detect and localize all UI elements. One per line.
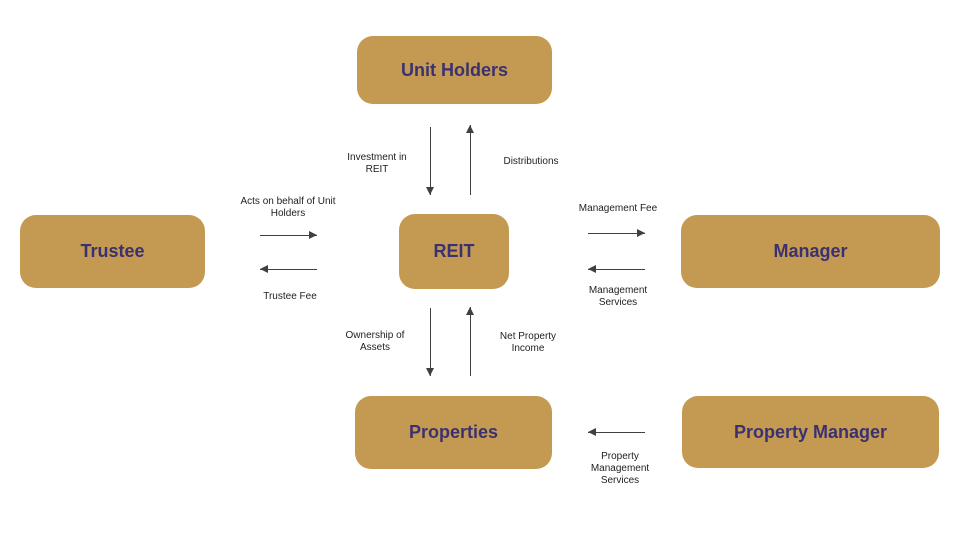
arrow-line bbox=[430, 308, 431, 376]
arrow-line bbox=[470, 307, 471, 376]
arrow-management-services bbox=[588, 265, 645, 274]
node-unit-holders: Unit Holders bbox=[357, 36, 552, 104]
arrow-line bbox=[260, 235, 317, 236]
arrow-acts-on-behalf bbox=[260, 231, 317, 240]
arrow-line bbox=[588, 269, 645, 270]
arrow-line bbox=[588, 432, 645, 433]
edge-label-trustee-fee: Trustee Fee bbox=[263, 291, 317, 302]
arrow-property-management-services bbox=[588, 428, 645, 437]
arrow-line bbox=[470, 125, 471, 195]
edge-label-ownership-of-assets: Ownership of Assets bbox=[345, 330, 405, 353]
arrow-net-property-income bbox=[466, 307, 475, 376]
arrow-line bbox=[260, 269, 317, 270]
arrow-trustee-fee bbox=[260, 265, 317, 274]
edge-label-management-fee: Management Fee bbox=[578, 203, 658, 214]
arrow-line bbox=[588, 233, 645, 234]
arrow-management-fee bbox=[588, 229, 645, 238]
node-properties: Properties bbox=[355, 396, 552, 469]
arrow-distributions bbox=[466, 125, 475, 195]
node-property-manager: Property Manager bbox=[682, 396, 939, 468]
node-trustee: Trustee bbox=[20, 215, 205, 288]
edge-label-net-property-income: Net Property Income bbox=[499, 331, 557, 354]
node-manager: Manager bbox=[681, 215, 940, 288]
edge-label-management-services: Management Services bbox=[588, 285, 648, 308]
arrow-ownership-of-assets bbox=[426, 308, 435, 376]
edge-label-distributions: Distributions bbox=[503, 156, 559, 167]
edge-label-property-management-services: Property Management Services bbox=[590, 451, 650, 486]
node-reit: REIT bbox=[399, 214, 509, 289]
arrow-line bbox=[430, 127, 431, 195]
arrow-investment-in-reit bbox=[426, 127, 435, 195]
edge-label-investment-in-reit: Investment in REIT bbox=[347, 152, 407, 175]
edge-label-acts-on-behalf: Acts on behalf of Unit Holders bbox=[240, 196, 336, 219]
